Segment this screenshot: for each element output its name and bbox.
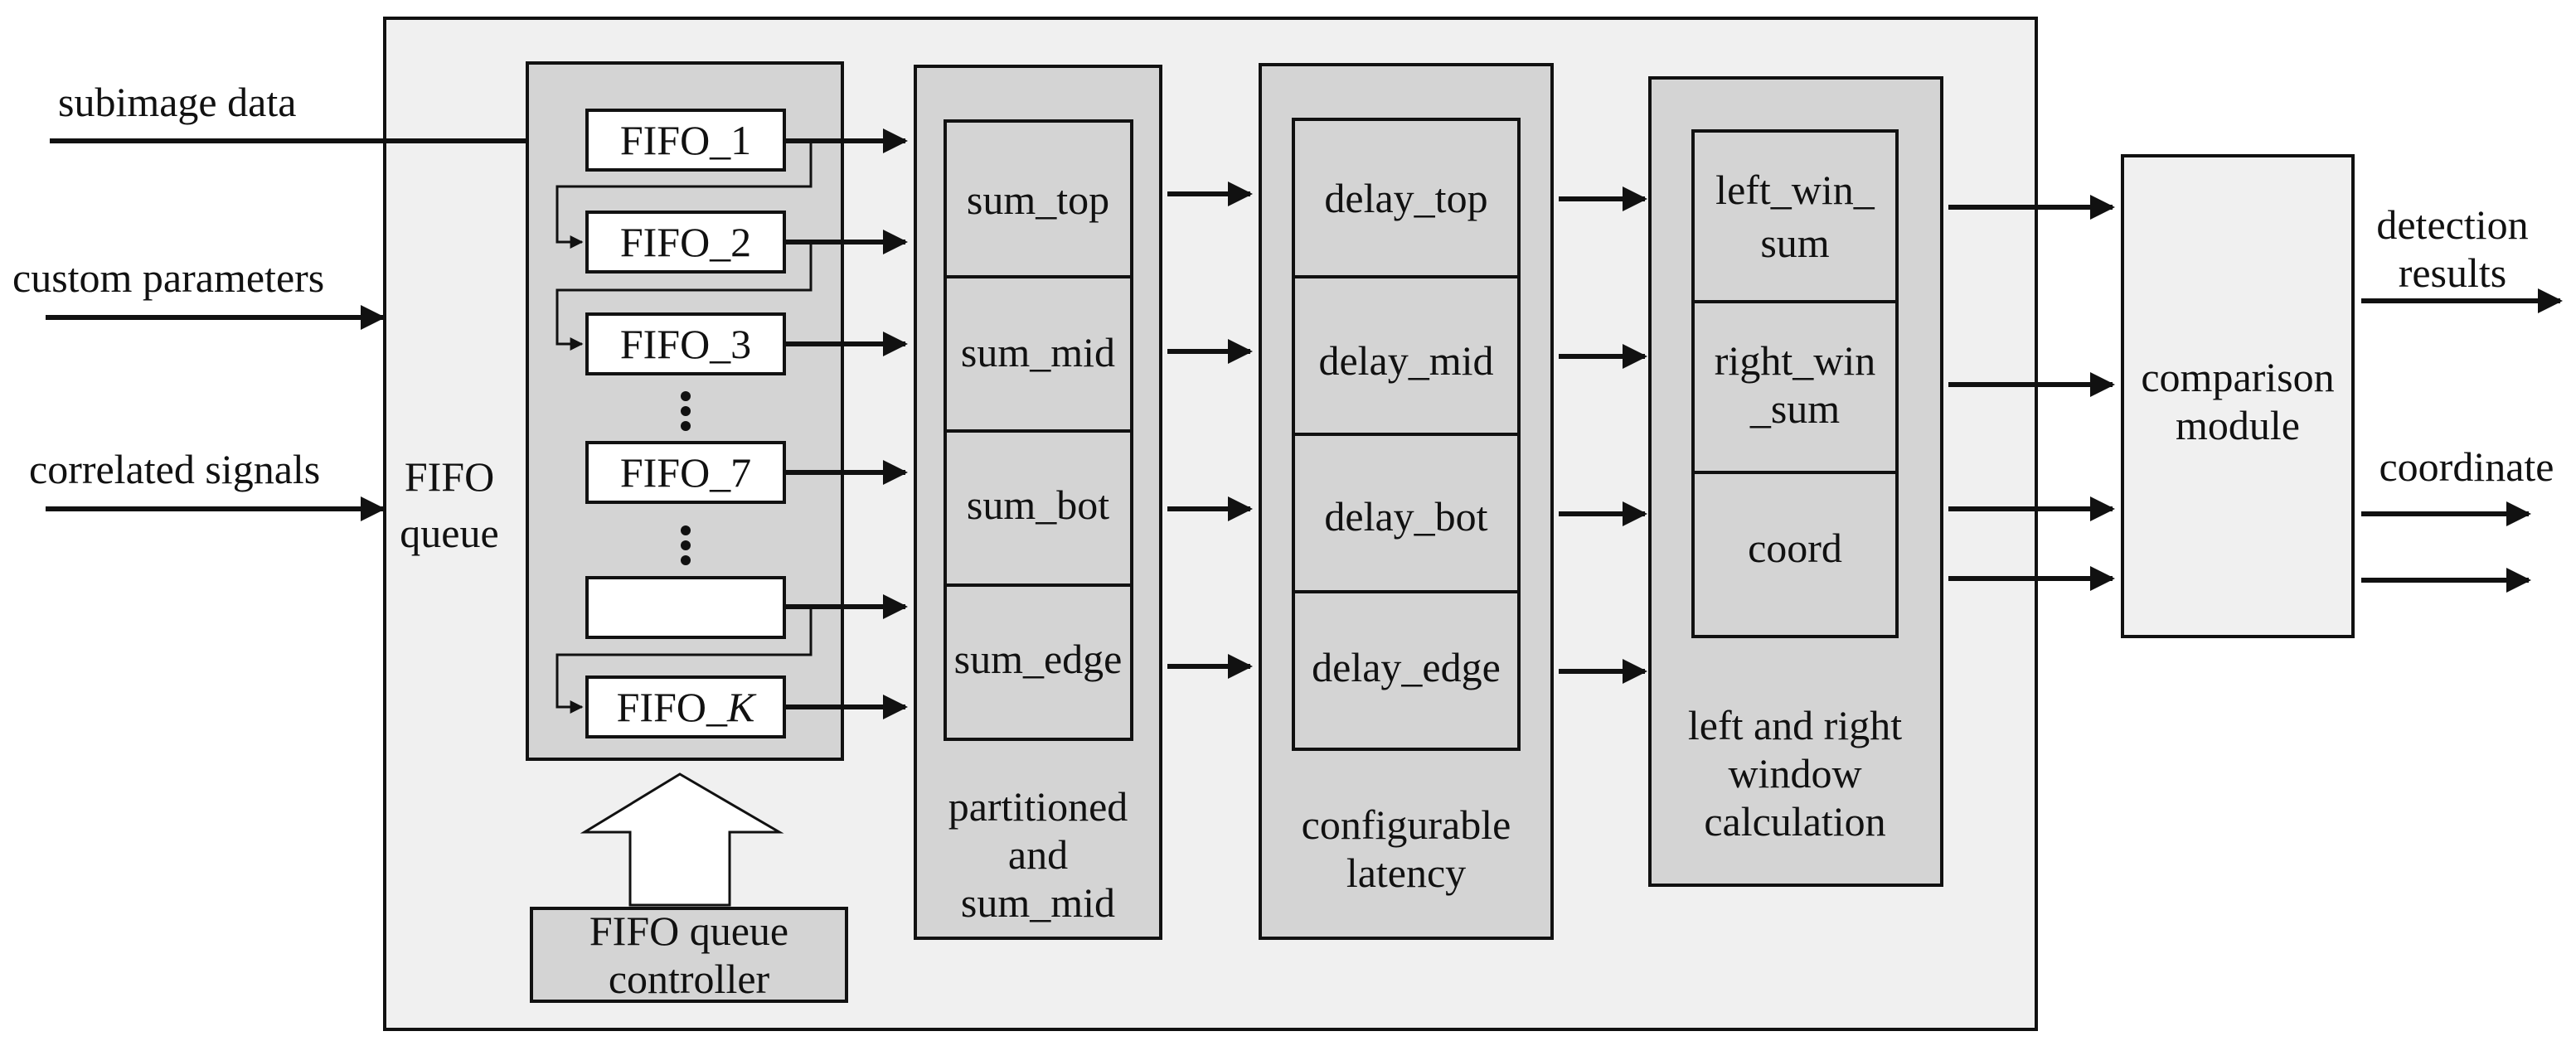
subimage-data-label: subimage data xyxy=(58,79,296,125)
sum-mid-label: sum_mid xyxy=(961,329,1115,375)
delay-cell xyxy=(1292,275,1521,436)
sum-bot-label: sum_bot xyxy=(967,482,1109,528)
sum-cell xyxy=(944,275,1133,433)
fifo-box: FIFO_K xyxy=(585,675,786,738)
detection-results-label-line1: detection xyxy=(2376,201,2528,248)
sum-edge-label: sum_edge xyxy=(954,636,1123,682)
partitioned-label-line2: and xyxy=(1008,831,1068,878)
fifo-k-label: FIFO_K xyxy=(617,684,757,730)
partitioned-label-line3: sum_mid xyxy=(961,879,1115,926)
comparison-label-line2: module xyxy=(2176,402,2300,448)
fifo-box: FIFO_2 xyxy=(585,211,786,274)
latency-label-line2: latency xyxy=(1346,850,1466,896)
sum-cell xyxy=(944,583,1133,741)
controller-label-line1: FIFO queue xyxy=(589,908,788,954)
delay-edge-label: delay_edge xyxy=(1312,644,1501,690)
sum-cell xyxy=(944,119,1133,278)
fifo-label: FIFO_7 xyxy=(620,449,751,496)
window-label-line3: calculation xyxy=(1704,798,1885,845)
partitioned-label-line1: partitioned xyxy=(948,783,1128,830)
correlated-signals-label: correlated signals xyxy=(29,446,320,492)
right-win-sum-label-line2: _sum xyxy=(1749,385,1840,432)
fifo-box: FIFO_7 xyxy=(585,441,786,504)
fifo-label: FIFO_3 xyxy=(620,321,751,367)
fifo-box: FIFO_3 xyxy=(585,312,786,375)
delay-cell xyxy=(1292,433,1521,593)
delay-top-label: delay_top xyxy=(1324,175,1487,221)
fifo-label: FIFO_2 xyxy=(620,219,751,265)
fifo-queue-label-line1: FIFO xyxy=(405,453,494,500)
window-cell xyxy=(1691,129,1899,303)
window-label-line2: window xyxy=(1728,750,1861,796)
latency-label-line1: configurable xyxy=(1302,801,1511,848)
controller-label-line2: controller xyxy=(609,956,770,1002)
left-win-sum-label-line1: left_win_ xyxy=(1715,167,1875,213)
fifo-box-blank xyxy=(585,576,786,639)
fifo-box: FIFO_1 xyxy=(585,109,786,172)
left-win-sum-label-line2: sum xyxy=(1760,220,1829,266)
controller-up-arrow xyxy=(580,772,784,907)
sum-cell xyxy=(944,429,1133,587)
sum-top-label: sum_top xyxy=(967,177,1109,223)
comparison-module xyxy=(2121,154,2355,638)
cascade-connector xyxy=(555,242,813,351)
comparison-label-line1: comparison xyxy=(2141,354,2334,400)
custom-parameters-label: custom parameters xyxy=(12,254,324,301)
delay-mid-label: delay_mid xyxy=(1318,337,1493,384)
window-label-line1: left and right xyxy=(1688,702,1902,748)
right-win-sum-label-line1: right_win xyxy=(1715,337,1875,384)
detection-results-label-line2: results xyxy=(2399,249,2507,296)
delay-cell xyxy=(1292,590,1521,751)
fifo-queue-label-line2: queue xyxy=(400,510,498,556)
window-cell xyxy=(1691,300,1899,474)
fifo-queue-controller-box xyxy=(530,907,848,1003)
cascade-connector xyxy=(555,607,813,714)
delay-cell xyxy=(1292,118,1521,278)
delay-bot-label: delay_bot xyxy=(1324,493,1487,540)
coordinate-label: coordinate xyxy=(2379,443,2554,490)
fifo-label: FIFO_1 xyxy=(620,117,751,163)
ellipsis-dots xyxy=(681,391,691,565)
cascade-connector xyxy=(555,141,813,249)
window-cell xyxy=(1691,471,1899,638)
coord-label: coord xyxy=(1748,525,1842,571)
